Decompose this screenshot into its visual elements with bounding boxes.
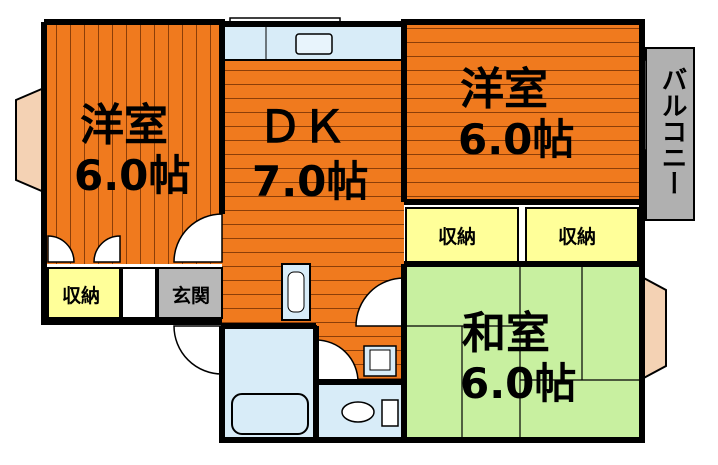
dk-floor [222, 58, 404, 324]
storage-left [47, 267, 121, 319]
entrance-label: 玄関 [172, 284, 210, 307]
balcony-label: バルコニー [657, 66, 687, 196]
western-room-right-size: 6.0帖 [458, 115, 574, 164]
western-room-left-name: 洋室 [80, 100, 168, 151]
storage-middle [405, 207, 519, 263]
storage-right-label: 収納 [558, 225, 596, 248]
walls [41, 19, 645, 443]
japanese-room-floor [404, 266, 640, 438]
toilet-tank [381, 399, 399, 427]
washbasin-bowl [369, 349, 391, 371]
western-room-left-size: 6.0帖 [74, 151, 190, 200]
storage-left-label: 収納 [62, 284, 100, 307]
western-room-right-name: 洋室 [460, 64, 548, 115]
dk-name: ＤＫ [258, 102, 346, 153]
japanese-room-size: 6.0帖 [460, 359, 576, 408]
entrance-floor [157, 267, 223, 319]
toilet-bowl [341, 401, 375, 423]
bay-window-left [15, 86, 45, 194]
western-room-right-floor [404, 24, 642, 202]
tatami-lines [404, 266, 640, 438]
dk-size: 7.0帖 [252, 157, 368, 206]
storage-middle-label: 収納 [438, 225, 476, 248]
fridge-inner [287, 271, 305, 313]
bathtub [231, 393, 309, 435]
door-swings [47, 213, 405, 383]
japanese-room-name: 和室 [462, 308, 550, 359]
shoe-cabinet [121, 267, 157, 319]
kitchen-sink [295, 33, 333, 55]
